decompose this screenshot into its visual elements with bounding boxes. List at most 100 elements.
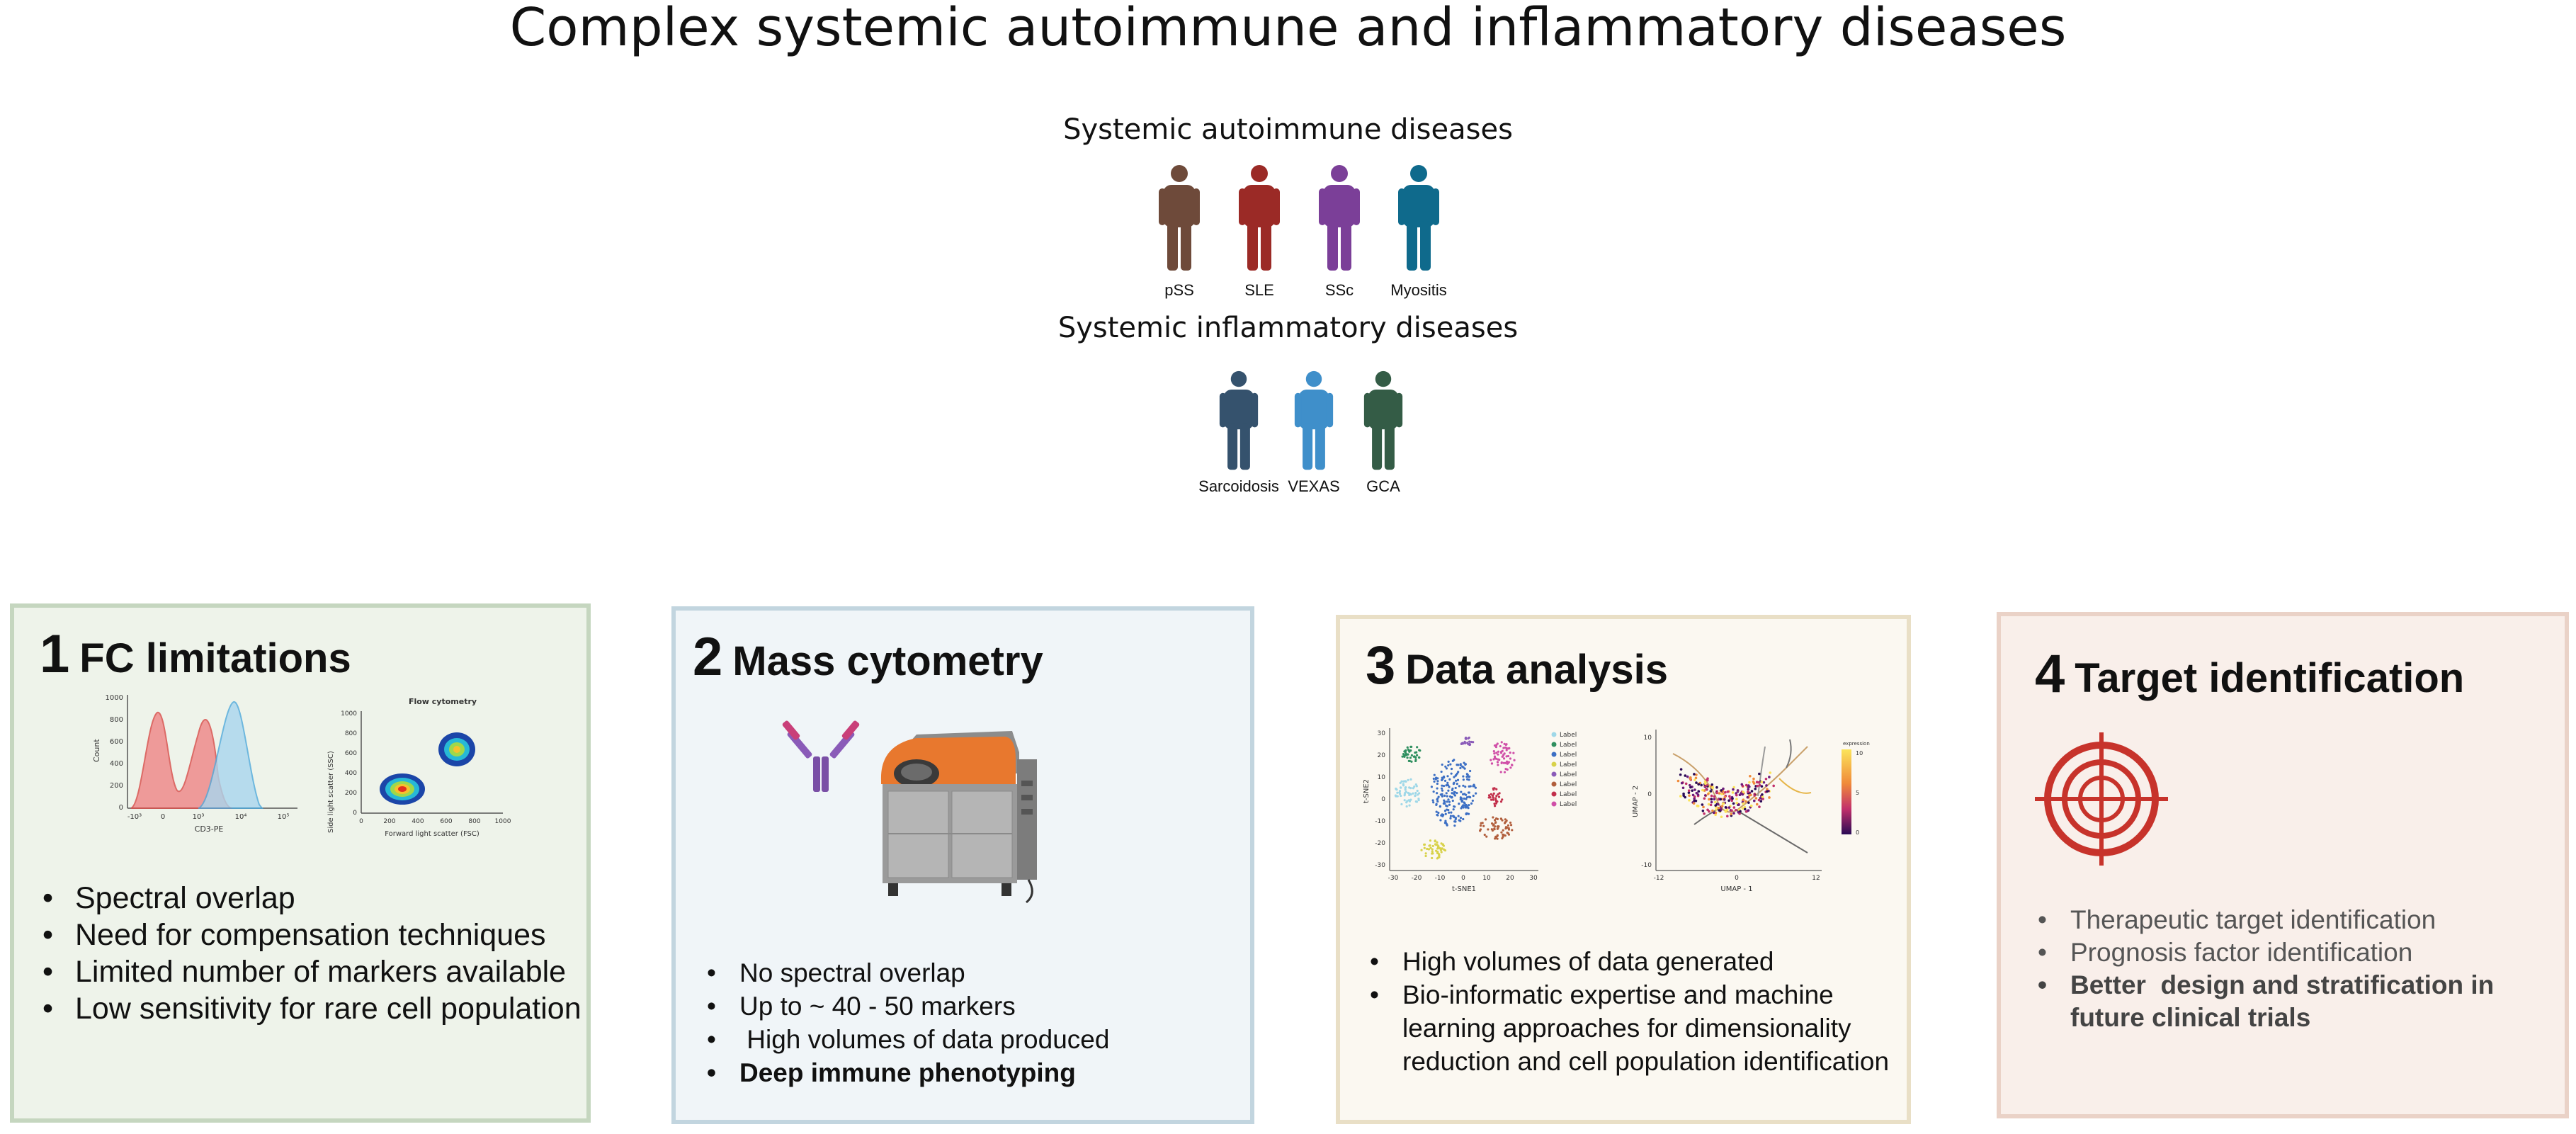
- tsne-point: [1502, 761, 1506, 764]
- tsne-point: [1482, 824, 1485, 827]
- tsne-point: [1496, 761, 1499, 764]
- tsne-point: [1502, 834, 1505, 837]
- tsne-point: [1441, 847, 1443, 850]
- tsne-point: [1500, 831, 1503, 834]
- tsne-point: [1438, 854, 1441, 856]
- umap-point: [1754, 797, 1758, 800]
- umap-point: [1720, 805, 1724, 808]
- tsne-point: [1468, 743, 1471, 747]
- histogram-xtick: 10³: [193, 813, 205, 821]
- tsne-point: [1394, 794, 1397, 797]
- tsne-point: [1512, 752, 1515, 754]
- umap-point: [1687, 789, 1691, 792]
- tsne-point: [1444, 812, 1447, 815]
- umap-point: [1694, 776, 1698, 780]
- tsne-point: [1405, 749, 1407, 752]
- umap-point: [1693, 788, 1696, 791]
- umap-point: [1676, 779, 1680, 783]
- umap-point: [1710, 798, 1713, 801]
- tsne-point: [1502, 757, 1506, 760]
- tsne-point: [1499, 817, 1503, 820]
- umap-point: [1756, 784, 1759, 788]
- umap-point: [1689, 786, 1692, 789]
- tsne-point: [1490, 822, 1494, 825]
- tsne-point: [1468, 740, 1471, 743]
- tsne-point: [1440, 851, 1443, 854]
- umap-point: [1731, 797, 1734, 800]
- tsne-point: [1407, 748, 1410, 751]
- tsne-point: [1494, 837, 1498, 839]
- umap-point: [1681, 786, 1685, 790]
- tsne-point: [1467, 791, 1470, 794]
- tsne-point: [1451, 759, 1454, 762]
- umap-point: [1730, 809, 1733, 812]
- umap-point: [1749, 793, 1752, 797]
- umap-point: [1722, 787, 1725, 790]
- tsne-point: [1492, 816, 1494, 819]
- tsne-point: [1443, 779, 1447, 782]
- umap-point: [1740, 792, 1743, 795]
- tsne-point: [1416, 789, 1419, 793]
- umap-point: [1757, 781, 1761, 784]
- tsne-xtick: 30: [1529, 875, 1538, 882]
- tsne-legend-label: Label: [1560, 761, 1577, 769]
- umap-point: [1764, 777, 1768, 781]
- umap-point: [1701, 809, 1705, 812]
- histogram-curve-positive: [198, 701, 264, 809]
- scatter-xtick: 800: [468, 818, 480, 825]
- tsne-xtick: -30: [1388, 875, 1399, 882]
- panel-2-bullet: No spectral overlap: [705, 956, 1251, 990]
- tsne-point: [1398, 791, 1401, 794]
- tsne-point: [1507, 827, 1510, 829]
- tsne-point: [1492, 792, 1495, 795]
- tsne-point: [1506, 762, 1509, 765]
- tsne-point: [1406, 746, 1409, 749]
- tsne-point: [1502, 747, 1505, 749]
- tsne-point: [1423, 846, 1426, 849]
- scatter-ytick: 600: [345, 750, 357, 757]
- umap-point: [1723, 798, 1726, 801]
- tsne-xtick: 20: [1506, 875, 1514, 882]
- tsne-point: [1493, 744, 1497, 747]
- umap-point: [1742, 798, 1745, 801]
- tsne-point: [1440, 770, 1443, 773]
- umap-point: [1686, 775, 1689, 778]
- umap-ytick: 10: [1644, 735, 1652, 742]
- tsne-point: [1441, 813, 1443, 816]
- scatter-ytick: 400: [345, 770, 357, 777]
- tsne-point: [1513, 759, 1516, 761]
- tsne-point: [1423, 843, 1426, 846]
- tsne-point: [1493, 752, 1496, 755]
- tsne-point: [1463, 802, 1466, 805]
- umap-point: [1701, 803, 1704, 806]
- umap-point: [1758, 783, 1761, 787]
- umap-colorbar-title: expression: [1843, 741, 1870, 747]
- umap-point: [1727, 806, 1731, 809]
- umap-point: [1691, 793, 1695, 797]
- tsne-point: [1396, 795, 1399, 798]
- histogram-ytick: 600: [110, 738, 123, 746]
- tsne-point: [1492, 794, 1494, 797]
- tsne-point: [1456, 783, 1458, 786]
- tsne-point: [1436, 814, 1439, 817]
- tsne-point: [1449, 817, 1452, 820]
- tsne-point: [1495, 788, 1498, 790]
- umap-point: [1761, 795, 1764, 798]
- tsne-point: [1468, 736, 1470, 739]
- umap-point: [1717, 806, 1720, 810]
- tsne-point: [1450, 811, 1453, 814]
- scatter-title: Flow cytometry: [409, 697, 477, 706]
- tsne-point: [1432, 790, 1435, 793]
- tsne-point: [1434, 843, 1437, 846]
- tsne-point: [1491, 829, 1494, 832]
- umap-point: [1696, 793, 1700, 796]
- histogram-ytick: 0: [119, 804, 123, 812]
- umap-point: [1703, 797, 1706, 800]
- tsne-point: [1493, 805, 1497, 807]
- antibody-icon: [782, 720, 860, 792]
- disease-label-pss: pSS: [1164, 281, 1194, 299]
- umap-point: [1727, 799, 1730, 803]
- tsne-point: [1403, 793, 1406, 795]
- umap-point: [1694, 799, 1698, 803]
- umap-point: [1720, 789, 1723, 792]
